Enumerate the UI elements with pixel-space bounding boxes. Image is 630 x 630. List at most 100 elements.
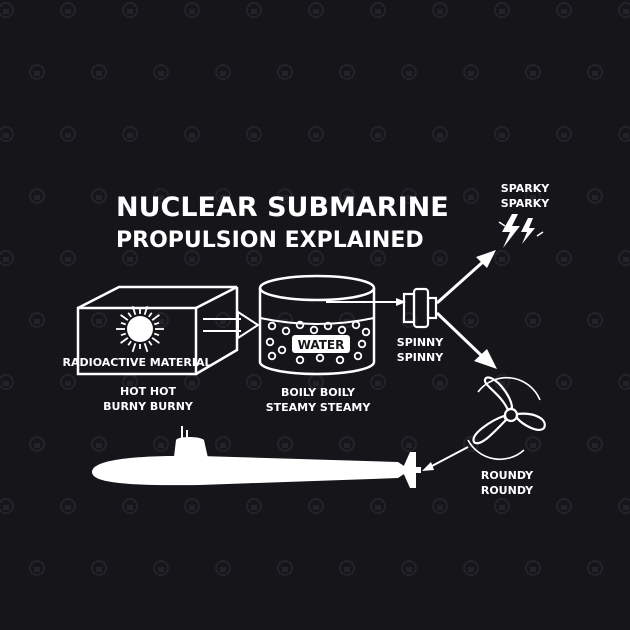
watermark-mark <box>215 188 231 204</box>
arrow-to-generator <box>436 250 496 305</box>
watermark-mark <box>0 498 14 514</box>
watermark-mark <box>184 2 200 18</box>
watermark-mark <box>91 560 107 576</box>
arrow-to-submarine <box>422 446 469 471</box>
water-bubble <box>351 320 361 330</box>
watermark-mark <box>587 188 603 204</box>
arrow-to-propeller <box>435 311 497 369</box>
water-bubble <box>277 345 287 355</box>
water-label: WATER <box>298 338 345 352</box>
turbine-caption-1: SPINNY <box>397 336 444 349</box>
watermark-mark <box>587 64 603 80</box>
watermark-mark <box>432 374 448 390</box>
watermark-mark <box>494 250 510 266</box>
water-bubble <box>295 355 305 365</box>
reactor-caption-2: BURNY BURNY <box>103 400 194 413</box>
watermark-mark <box>308 2 324 18</box>
watermark-mark <box>277 560 293 576</box>
burst-ray <box>120 321 127 326</box>
burst-ray <box>143 342 149 353</box>
burst-ray <box>153 332 160 337</box>
watermark-mark <box>556 2 572 18</box>
watermark-mark <box>215 560 231 576</box>
watermark-mark <box>618 250 630 266</box>
propeller-caption-2: ROUNDY <box>481 484 534 497</box>
watermark-mark <box>277 436 293 452</box>
burst-ray <box>120 314 129 321</box>
water-bubble <box>361 327 371 337</box>
watermark-mark <box>339 436 355 452</box>
water-bubble <box>315 353 325 363</box>
reactor-caption-1: HOT HOT <box>120 385 176 398</box>
burst-ray <box>148 340 153 346</box>
reactor-box-label: RADIOACTIVE MATERIAL <box>62 356 211 369</box>
burst-ray <box>131 342 137 353</box>
watermark-mark <box>370 498 386 514</box>
watermark-mark <box>618 126 630 142</box>
watermark-mark <box>29 64 45 80</box>
watermark-mark <box>587 436 603 452</box>
water-bubble <box>265 337 275 347</box>
burst-ray <box>151 337 160 344</box>
watermark-mark <box>308 126 324 142</box>
generator-caption-1: SPARKY <box>501 182 550 195</box>
radiation-burst-icon <box>116 305 164 353</box>
watermark-mark <box>246 498 262 514</box>
watermark-mark <box>494 2 510 18</box>
water-bubble <box>357 339 367 349</box>
watermark-mark <box>463 64 479 80</box>
title-line-2: PROPULSION EXPLAINED <box>116 228 424 253</box>
watermark-mark <box>153 560 169 576</box>
watermark-mark <box>618 374 630 390</box>
watermark-mark <box>29 312 45 328</box>
water-bubble <box>337 325 347 335</box>
watermark-mark <box>215 436 231 452</box>
watermark-mark <box>401 64 417 80</box>
watermark-mark <box>246 2 262 18</box>
watermark-mark <box>463 188 479 204</box>
watermark-mark <box>618 498 630 514</box>
watermark-mark <box>60 2 76 18</box>
water-bubble <box>295 320 305 330</box>
water-bubble <box>281 326 291 336</box>
submarine-icon <box>92 426 421 488</box>
turbine-icon <box>402 287 438 329</box>
watermark-mark <box>0 2 14 18</box>
watermark-mark <box>0 374 14 390</box>
burst-ray <box>120 337 129 344</box>
watermark-mark <box>432 250 448 266</box>
watermark-mark <box>339 64 355 80</box>
watermark-mark <box>29 560 45 576</box>
watermark-mark <box>587 312 603 328</box>
watermark-mark <box>525 64 541 80</box>
watermark-mark <box>122 498 138 514</box>
watermark-mark <box>91 312 107 328</box>
watermark-mark <box>618 2 630 18</box>
watermark-mark <box>91 188 107 204</box>
tank-caption-1: BOILY BOILY <box>281 386 356 399</box>
watermark-mark <box>432 2 448 18</box>
watermark-mark <box>215 64 231 80</box>
water-bubble <box>267 351 277 361</box>
watermark-pattern <box>0 2 630 576</box>
watermark-mark <box>556 250 572 266</box>
watermark-mark <box>153 188 169 204</box>
watermark-mark <box>525 312 541 328</box>
water-bubble <box>335 355 345 365</box>
watermark-mark <box>0 250 14 266</box>
watermark-mark <box>401 188 417 204</box>
watermark-mark <box>246 374 262 390</box>
steam-pipe-arrow <box>326 298 406 306</box>
watermark-mark <box>370 126 386 142</box>
watermark-mark <box>0 126 14 142</box>
watermark-mark <box>463 312 479 328</box>
watermark-mark <box>494 498 510 514</box>
watermark-mark <box>122 2 138 18</box>
watermark-mark <box>401 560 417 576</box>
water-bubble <box>323 321 333 331</box>
watermark-mark <box>432 498 448 514</box>
watermark-mark <box>122 126 138 142</box>
lightning-bolt-icon <box>498 214 544 248</box>
propeller-icon <box>467 376 546 461</box>
watermark-mark <box>60 498 76 514</box>
